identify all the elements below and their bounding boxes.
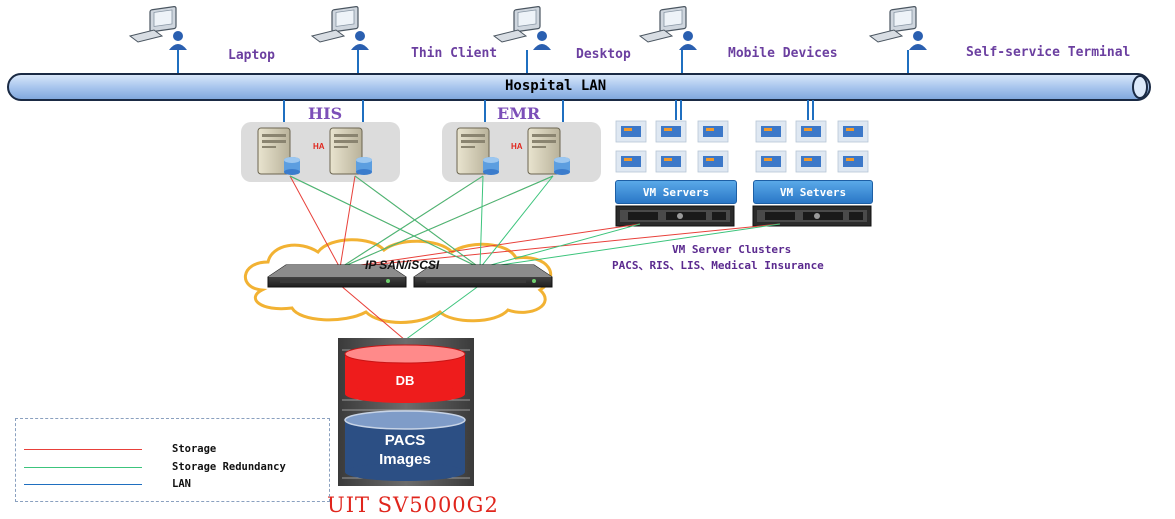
cluster-title: VM Server Clusters	[672, 243, 792, 256]
cluster-services: PACS、RIS、LIS、Medical Insurance	[612, 259, 824, 272]
legend-label-storage: Storage	[172, 443, 217, 455]
desktop-icon	[493, 5, 552, 51]
legend-label-lan: LAN	[172, 478, 191, 490]
thin-client-icon	[311, 5, 370, 51]
pacs-label-line2: Images	[379, 451, 431, 468]
redundancy-lines	[289, 175, 781, 341]
storage-rack	[338, 338, 474, 486]
self-service-terminal-icon	[869, 5, 928, 51]
db-label: DB	[395, 373, 415, 388]
vm-host-1-icon	[615, 205, 735, 227]
san-label: IP SAN/iSCSI	[365, 258, 440, 272]
vm-tile-grid-2	[755, 120, 869, 173]
legend: Storage Storage Redundancy LAN	[15, 418, 330, 502]
hospital-lan-bar	[7, 73, 1151, 101]
his-label: HIS	[308, 104, 343, 123]
emr-ha-label: HA	[511, 142, 523, 151]
hospital-lan-label: Hospital LAN	[505, 78, 607, 94]
vm-servers-button-1: VM Servers	[615, 180, 737, 204]
client-label-thin-client: Thin Client	[411, 46, 498, 61]
laptop-icon	[129, 5, 188, 51]
his-ha-label: HA	[313, 142, 325, 151]
server-lan-links	[283, 100, 814, 124]
storage-model-label: UIT SV5000G2	[327, 493, 499, 517]
legend-item-storage: Storage	[24, 443, 216, 455]
client-label-self-service-terminal: Self-service Terminal	[966, 45, 1131, 60]
vm-servers-button-2: VM Setvers	[753, 180, 873, 204]
legend-swatch-storage	[24, 448, 142, 450]
vm-tile-grid-1	[615, 120, 729, 173]
client-label-laptop: Laptop	[228, 48, 275, 63]
legend-label-redundancy: Storage Redundancy	[172, 461, 286, 473]
client-label-mobile-devices: Mobile Devices	[728, 46, 838, 61]
legend-item-lan: LAN	[24, 478, 191, 490]
legend-item-redundancy: Storage Redundancy	[24, 461, 286, 473]
emr-label: EMR	[497, 104, 541, 123]
legend-swatch-lan	[24, 483, 142, 485]
legend-swatch-redundancy	[24, 466, 142, 468]
pacs-label-line1: PACS	[384, 432, 426, 449]
vm-host-2-icon	[752, 205, 872, 227]
client-label-desktop: Desktop	[576, 47, 631, 62]
mobile-devices-icon	[639, 5, 698, 51]
